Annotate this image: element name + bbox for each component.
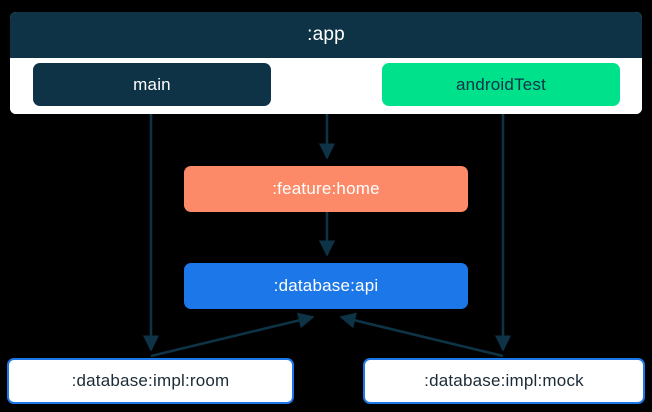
node-database-impl-room[interactable]: :database:impl:room	[7, 358, 294, 404]
node-feature-home[interactable]: :feature:home	[184, 166, 468, 212]
node-database-api[interactable]: :database:api	[184, 263, 468, 309]
node-main[interactable]: main	[33, 63, 271, 106]
edge-database-impl-room-to-database-api	[150, 312, 315, 358]
edge-database-impl-mock-to-database-api	[339, 312, 504, 358]
node-android-test[interactable]: androidTest	[382, 63, 620, 106]
node-database-impl-mock[interactable]: :database:impl:mock	[363, 358, 645, 404]
cluster-app[interactable]: :app main androidTest	[10, 12, 642, 114]
cluster-app-body: main androidTest	[10, 58, 642, 114]
cluster-app-title: :app	[10, 12, 642, 58]
